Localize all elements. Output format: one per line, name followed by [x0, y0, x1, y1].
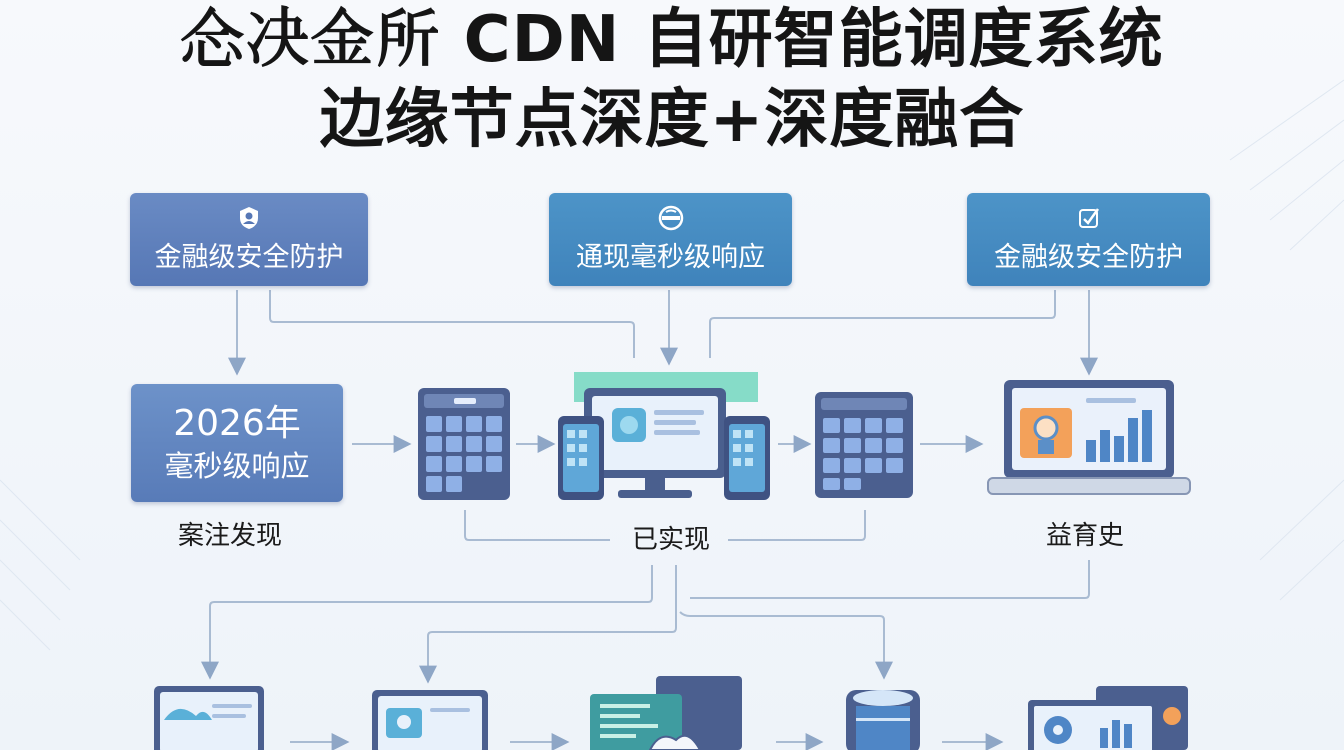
year-box: 2026年 毫秒级响应	[131, 384, 343, 502]
shield-person-icon	[240, 207, 258, 229]
bottom-database-icon	[846, 690, 920, 750]
connector-center-down-left	[201, 565, 653, 680]
edit-check-icon	[1078, 208, 1099, 228]
top-box-label: 金融级安全防护	[154, 242, 344, 273]
top-box-label: 通现毫秒级响应	[576, 242, 765, 273]
caption-right: 益育史	[1046, 521, 1125, 551]
caption-left: 案注发现	[178, 521, 283, 551]
connector-center-down-mid	[419, 565, 677, 684]
year-box-subtitle: 毫秒级响应	[164, 449, 310, 483]
bottom-settings-panel-icon	[1028, 686, 1188, 750]
connector-left-to-center	[269, 290, 635, 358]
bottom-code-window-icon	[590, 676, 742, 750]
bottom-profile-icon	[372, 690, 488, 750]
central-monitor-icon	[558, 372, 770, 500]
laptop-dashboard-icon	[987, 380, 1191, 495]
bracket-right	[728, 510, 866, 541]
year-box-year: 2026年	[173, 403, 301, 444]
title-line-2: 边缘节点深度+深度融合	[319, 83, 1025, 157]
top-box-security-left: 金融级安全防护	[130, 193, 368, 286]
connector-center-down-right	[679, 611, 893, 680]
bracket-left	[464, 510, 610, 541]
bottom-document-icon	[154, 686, 264, 750]
top-box-label: 金融级安全防护	[994, 242, 1183, 273]
connector-right-to-center	[709, 290, 1056, 358]
connector-right-lower	[690, 560, 1090, 599]
title-line-1: 𢗁决金所 CDN 自研智能调度系统	[180, 3, 1164, 77]
grid-panel-icon	[418, 388, 510, 500]
caption-center: 已实现	[632, 525, 711, 555]
top-box-response: 通现毫秒级响应	[549, 193, 792, 286]
globe-icon	[658, 205, 683, 231]
tablet-grid-icon	[815, 392, 913, 498]
top-box-security-right: 金融级安全防护	[967, 193, 1210, 286]
